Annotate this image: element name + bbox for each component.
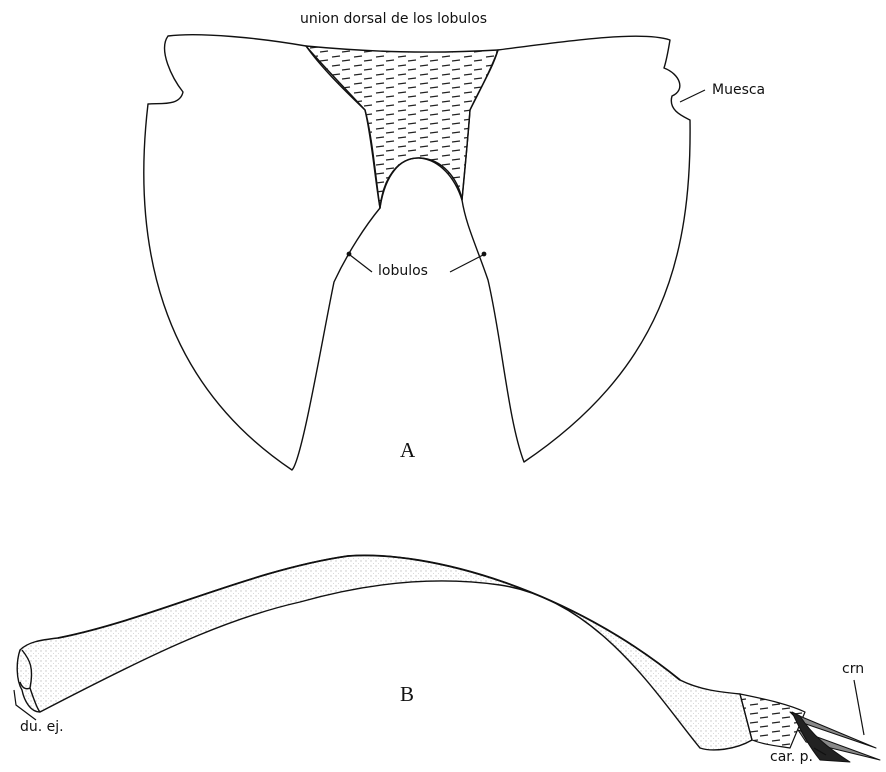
lobe-leader-left: [350, 255, 372, 272]
cornutus-label: crn: [842, 662, 864, 676]
lobes-label: lobulos: [378, 264, 428, 278]
duct-label: du. ej.: [20, 720, 64, 734]
carina-label: car. p.: [770, 750, 813, 764]
panel-a-drawing: [144, 35, 690, 470]
left-lobe-outline: [144, 35, 380, 470]
panel-b-drawing: [17, 555, 880, 762]
aedeagus-tube: [17, 555, 752, 750]
right-lobe-outline: [462, 36, 690, 462]
dorsal-union-label: union dorsal de los lobulos: [300, 12, 487, 26]
crn-leader: [854, 680, 864, 735]
lobe-leader-right: [450, 255, 483, 272]
dorsal-union-region: [306, 46, 498, 208]
panel-a-letter: A: [400, 440, 415, 461]
notch-label: Muesca: [712, 83, 765, 97]
notch-leader: [680, 90, 705, 102]
panel-b-letter: B: [400, 684, 414, 705]
